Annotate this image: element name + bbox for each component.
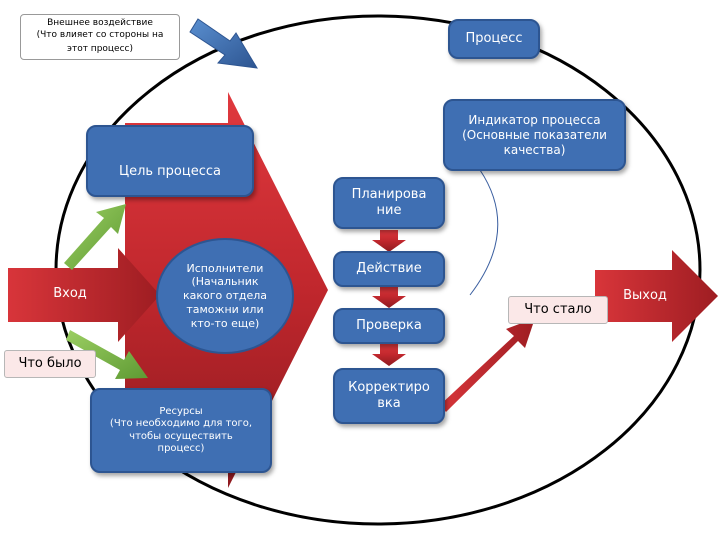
feedback-arc [469, 169, 499, 296]
output-label: Выход [623, 287, 667, 303]
input-label: Вход [53, 285, 87, 301]
external-line-2: (Что влияет со стороны на [36, 30, 164, 41]
step-arrow-1 [372, 230, 406, 252]
external-influence-box: Внешнее воздействие (Что влияет со сторо… [20, 14, 180, 60]
external-arrow [189, 18, 258, 69]
external-line-1: Внешнее воздействие [47, 18, 153, 29]
step-check: Проверка [333, 308, 445, 344]
step-adjustment: Корректиро вка [333, 368, 445, 424]
step-planning: Планирова ние [333, 177, 445, 229]
after-box: Что стало [508, 296, 608, 324]
goal-box: Цель процесса [86, 125, 254, 197]
step-arrow-3 [372, 344, 406, 366]
step-action: Действие [333, 251, 445, 287]
output-arrow [595, 250, 718, 342]
external-line-3: этот процесс) [67, 43, 133, 54]
result-arrow [440, 318, 535, 412]
process-box: Процесс [448, 19, 540, 59]
indicator-box: Индикатор процесса (Основные показатели … [443, 99, 626, 171]
green-arrow-up [64, 204, 126, 270]
executors-label: Исполнители (Начальник какого отдела там… [182, 261, 268, 330]
green-arrow-down [66, 330, 148, 379]
executors-ellipse [156, 238, 294, 354]
input-arrow [8, 248, 160, 342]
step-arrow-2 [372, 286, 406, 308]
resources-box: Ресурсы (Что необходимо для того, чтобы … [90, 388, 272, 473]
before-box: Что было [4, 350, 96, 378]
